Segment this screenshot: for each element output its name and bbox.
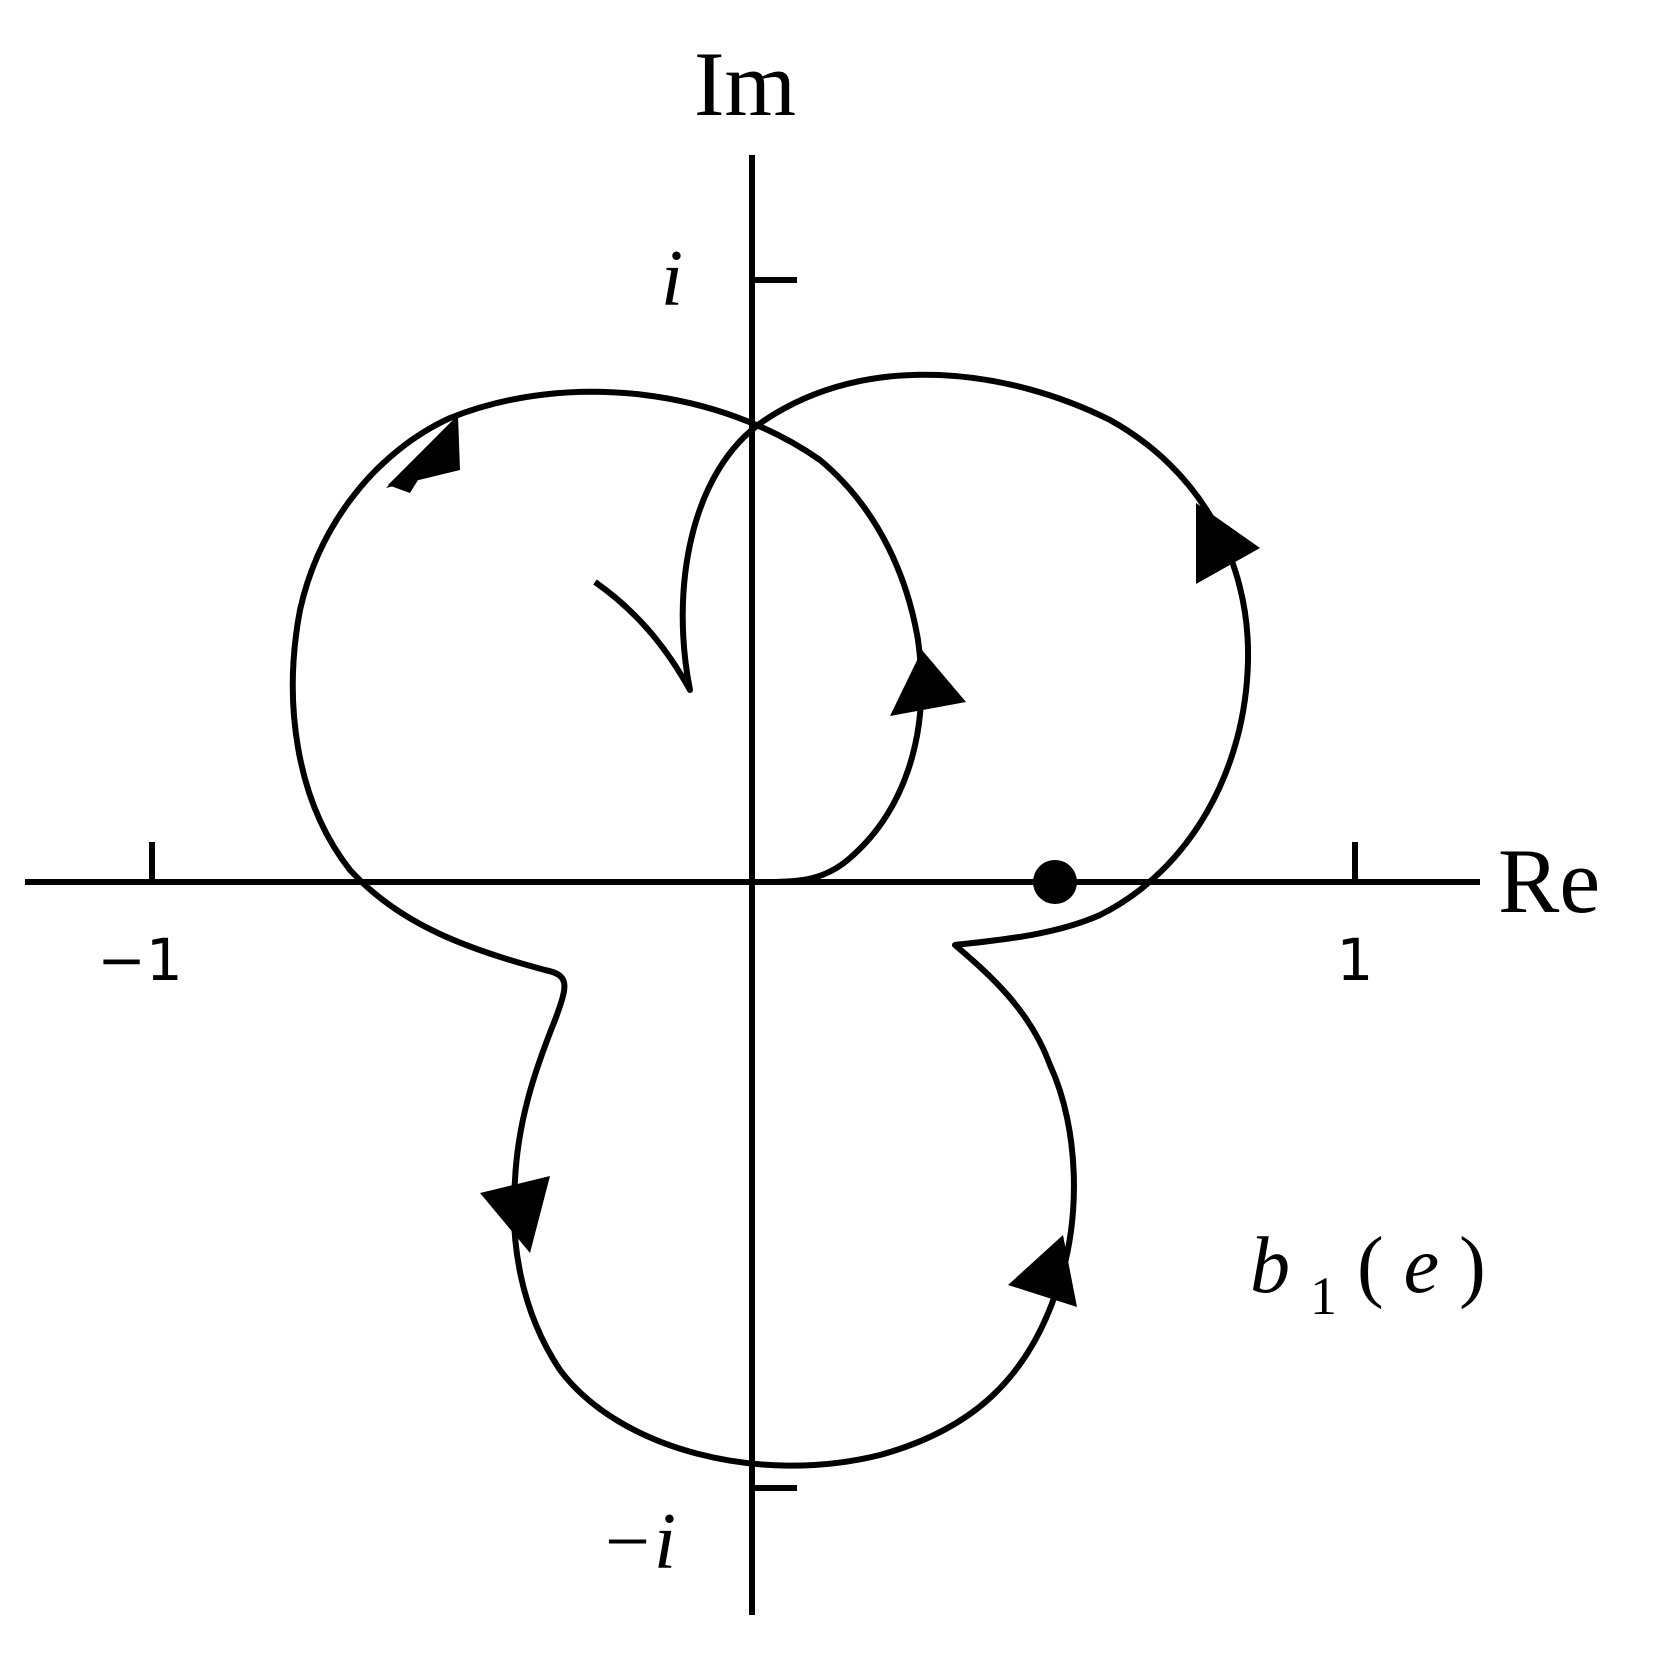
real-axis-label: Re — [1498, 830, 1600, 932]
curve-label-open-paren: ( — [1357, 1222, 1384, 1310]
curve-label-base: b — [1250, 1222, 1290, 1310]
tick-label-i: i — [661, 235, 683, 323]
curve-label-subscript: 1 — [1310, 1266, 1337, 1326]
curve-b1 — [289, 371, 1252, 1469]
axes — [25, 155, 1480, 1615]
arrow-upper-left-b — [386, 415, 460, 488]
tick-label-minus-i: −i — [600, 1498, 676, 1586]
tick-label-minus-one: −1 — [97, 926, 183, 994]
curve-label-argument: e — [1404, 1222, 1440, 1310]
direction-arrows — [386, 415, 1260, 1307]
arrow-center-up — [890, 650, 966, 716]
arrow-upper-right — [1196, 503, 1260, 584]
tick-label-one: 1 — [1337, 926, 1374, 994]
arrow-lower-right — [1008, 1235, 1077, 1307]
curve-label: b 1 ( e ) — [1250, 1222, 1486, 1332]
curve-label-close-paren: ) — [1459, 1222, 1486, 1310]
marked-point — [1033, 860, 1077, 904]
imag-axis-label: Im — [694, 33, 796, 135]
arrow-lower-left — [480, 1176, 550, 1253]
